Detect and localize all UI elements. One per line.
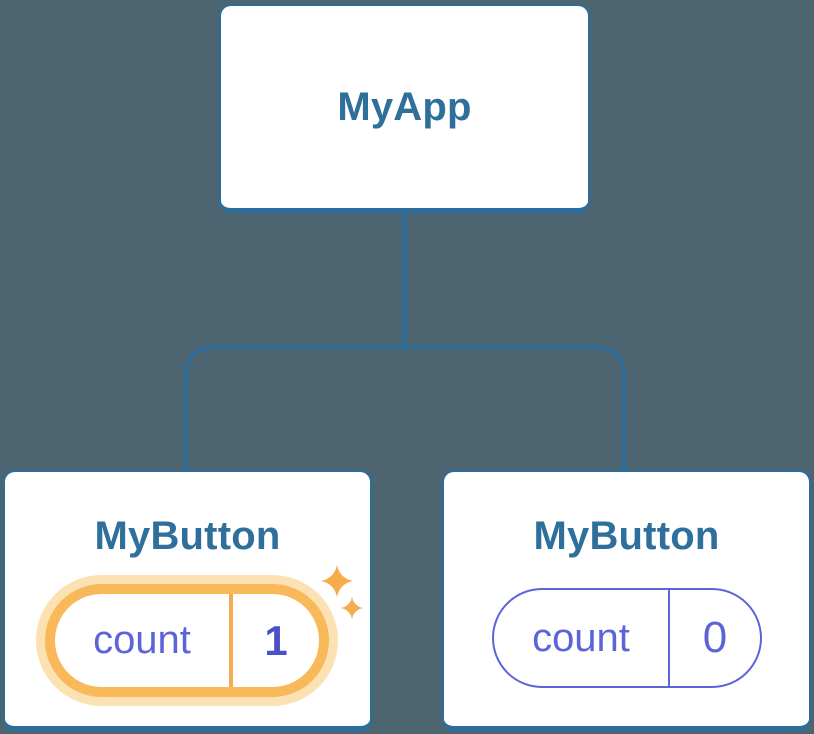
root-node-card: MyApp (219, 4, 590, 213)
root-node-title: MyApp (337, 84, 472, 129)
state-name-label: count (93, 618, 191, 662)
sparkle-icon-small (341, 597, 363, 619)
pill-divider (229, 594, 233, 687)
state-value: 0 (702, 613, 728, 662)
state-value: 1 (264, 616, 288, 664)
children-bracket-connector (184, 345, 626, 472)
state-pill-active: count 1 (45, 584, 329, 697)
child-node-title-left: MyButton (94, 514, 281, 558)
child-node-card-left: MyButton count 1 (3, 470, 372, 731)
child-node-title-right: MyButton (533, 514, 720, 558)
state-pill-idle: count 0 (492, 588, 762, 688)
state-name-label: count (532, 615, 630, 660)
pill-divider (668, 590, 670, 686)
child-node-card-right: MyButton count 0 (442, 470, 811, 731)
sparkle-icon-large (321, 565, 353, 597)
